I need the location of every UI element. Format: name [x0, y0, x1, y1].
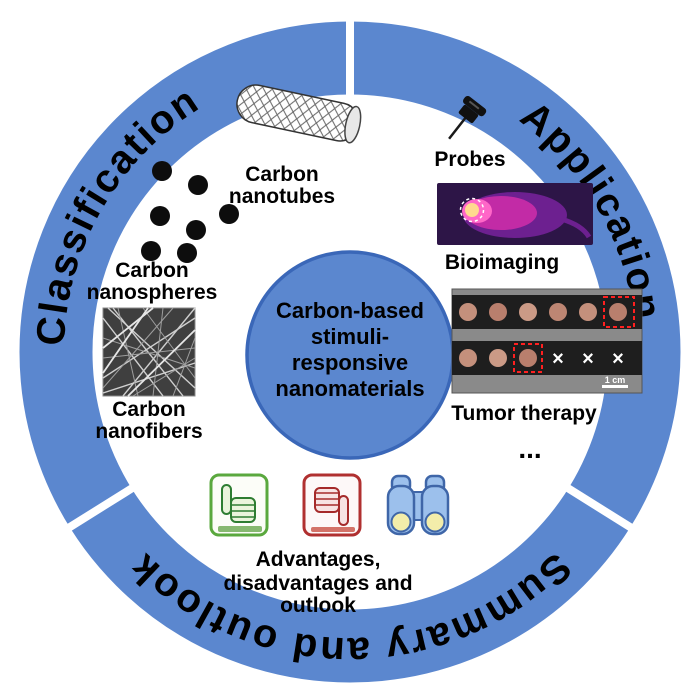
carbon-nanofibers-label-line2: nanofibers — [95, 420, 202, 443]
probes-label: Probes — [434, 148, 505, 171]
ring-divider-right — [558, 480, 641, 536]
center-title-line4: nanomaterials — [275, 376, 424, 401]
carbon-nanospheres-label-line1: Carbon — [115, 259, 189, 282]
scale-bar-label: 1 cm — [605, 375, 626, 385]
summary-label-line2: disadvantages and — [223, 572, 412, 595]
center-title-line2: stimuli- — [311, 324, 389, 349]
thumbs-up-icon — [209, 473, 269, 537]
summary-label-line1: Advantages, — [256, 548, 381, 571]
binoculars-icon — [386, 474, 450, 536]
x-mark: × — [552, 348, 564, 370]
thumbs-down-icon — [302, 473, 362, 537]
tumor-samples-row1 — [459, 303, 627, 321]
tumor-samples-row2 — [459, 349, 537, 367]
dashed-highlight-box-2 — [513, 343, 543, 373]
center-title: Carbon-based stimuli- responsive nanomat… — [275, 298, 424, 401]
ellipsis-label: ... — [518, 433, 541, 464]
ring-divider-left — [59, 480, 142, 536]
carbon-nanotubes-label-line1: Carbon — [245, 163, 319, 186]
tumor-photo-image: × × × 1 cm — [451, 288, 643, 394]
thermal-mouse-image — [437, 183, 593, 245]
carbon-nanotubes-label-line2: nanotubes — [229, 185, 335, 208]
center-title-line3: responsive — [292, 350, 408, 375]
carbon-nanospheres-icon — [141, 161, 239, 263]
dashed-highlight-box-1 — [603, 296, 635, 328]
carbon-nanofibers-label-line1: Carbon — [112, 398, 186, 421]
carbon-nanofibers-image — [102, 307, 196, 397]
x-mark: × — [582, 348, 594, 370]
carbon-nanospheres-label-line2: nanospheres — [87, 281, 218, 304]
x-mark: × — [612, 348, 624, 370]
bioimaging-label: Bioimaging — [445, 251, 559, 274]
summary-label-line3: outlook — [280, 594, 356, 617]
push-pin-icon — [448, 95, 487, 140]
center-title-line1: Carbon-based — [276, 298, 424, 323]
ring-dividers — [59, 12, 641, 536]
scale-bar — [602, 385, 628, 388]
tumor-therapy-label: Tumor therapy — [451, 402, 597, 425]
carbon-nanotube-icon — [236, 84, 362, 144]
